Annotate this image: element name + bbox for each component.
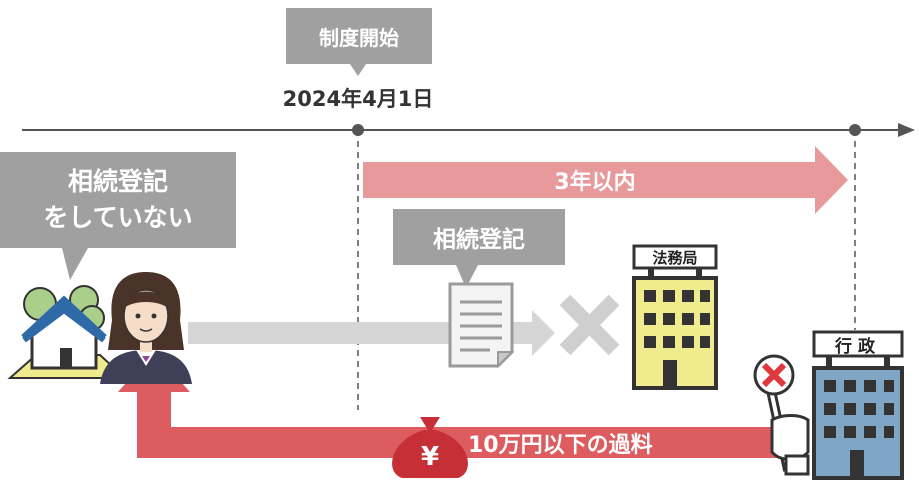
- rejection-sign-icon: [753, 354, 810, 476]
- rejected-x-icon: [559, 294, 620, 356]
- person-callout: 相続登記 をしていない: [0, 152, 236, 248]
- government-label: 行政: [835, 336, 881, 357]
- start-date: 2024年4月1日: [282, 87, 434, 111]
- house-icon: [7, 285, 128, 379]
- penalty-label: 10万円以下の過料: [468, 432, 653, 458]
- person-icon: [100, 272, 192, 384]
- person-callout-pointer: [62, 248, 88, 280]
- period-label: 3年以内: [554, 170, 636, 195]
- period-arrow: [363, 146, 848, 214]
- document-callout-pointer: [456, 265, 478, 288]
- legal-office-label: 法務局: [652, 248, 698, 267]
- start-callout-pointer: [350, 64, 366, 76]
- document-icon: [448, 282, 515, 369]
- timeline-arrow-head: [898, 123, 915, 137]
- legal-office-building-icon: [632, 244, 718, 390]
- start-label: 制度開始: [286, 8, 432, 64]
- yen-symbol: ¥: [420, 442, 440, 472]
- submission-arrow: [188, 310, 555, 356]
- document-callout: 相続登記: [393, 209, 565, 265]
- timeline: [22, 123, 915, 137]
- money-bag-icon: [392, 417, 468, 478]
- government-building-icon: [812, 330, 904, 480]
- penalty-arrow: [118, 352, 785, 458]
